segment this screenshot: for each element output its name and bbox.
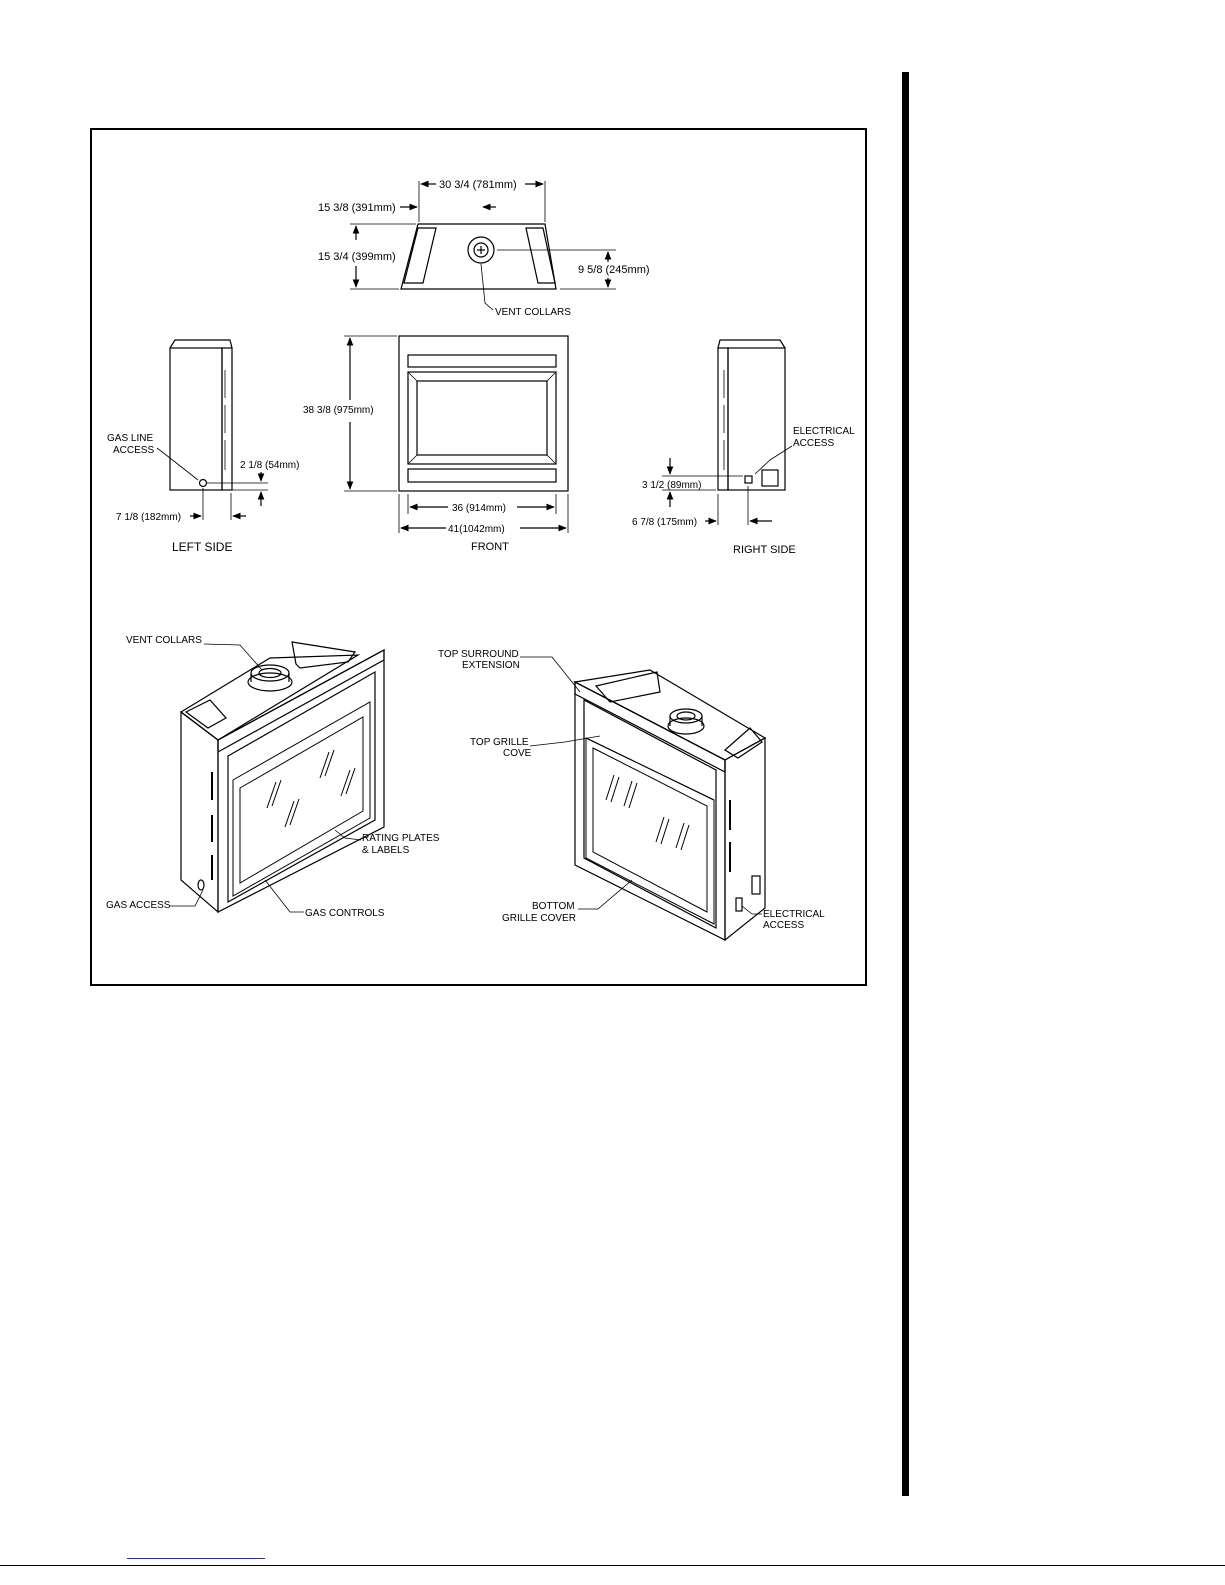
iso-right-label-electrical-access: ACCESS xyxy=(763,920,804,931)
iso-right-electrical-box xyxy=(751,875,761,895)
right-side-caption: RIGHT SIDE xyxy=(733,544,796,556)
iso-right-label-top-surround: TOP SURROUND xyxy=(438,649,519,660)
front-bottom-grille xyxy=(407,468,557,483)
front-dim-height: 38 3/8 (975mm) xyxy=(303,405,374,416)
iso-left-view xyxy=(170,641,385,914)
iso-right-view xyxy=(520,656,767,942)
page-side-rule xyxy=(902,72,909,1496)
front-dim-outer-width: 41(1042mm) xyxy=(448,524,505,535)
front-outer-surround xyxy=(398,335,569,492)
top-view-dim-depth: 15 3/4 (399mm) xyxy=(318,251,396,263)
top-view-dim-collar-depth: 9 5/8 (245mm) xyxy=(578,264,650,276)
left-side-label-gas-line: GAS LINE xyxy=(107,433,153,444)
iso-left-glass xyxy=(239,716,364,884)
iso-left-label-gas-controls: GAS CONTROLS xyxy=(305,908,385,919)
footer-rule xyxy=(0,1565,1225,1566)
iso-left-glass-frame xyxy=(232,701,371,897)
iso-right-label-electrical: ELECTRICAL xyxy=(763,909,825,920)
left-side-label-gas-line-access: ACCESS xyxy=(113,445,154,456)
iso-right-glass-frame xyxy=(585,737,715,925)
iso-right-label-top-surround-extension: EXTENSION xyxy=(462,660,520,671)
iso-right-vent-collar xyxy=(667,717,705,735)
right-side-electrical-box xyxy=(761,469,779,487)
iso-left-side-face xyxy=(180,710,219,914)
front-top-grille xyxy=(407,354,557,368)
figure-frame xyxy=(90,128,867,986)
top-view-left-flap xyxy=(403,227,437,284)
left-side-body xyxy=(169,347,223,491)
top-view-outline xyxy=(400,223,557,290)
right-side-dim-depth: 6 7/8 (175mm) xyxy=(632,517,697,528)
iso-right-side-face xyxy=(724,736,766,942)
right-side-label-electrical-access: ACCESS xyxy=(793,438,834,449)
right-side-label-electrical: ELECTRICAL xyxy=(793,426,855,437)
footer-link-underline xyxy=(127,1558,265,1559)
top-view xyxy=(350,180,616,311)
iso-right-electrical-port xyxy=(735,897,743,912)
iso-right-label-bottom-grille: BOTTOM xyxy=(532,901,575,912)
right-side-view xyxy=(662,339,793,525)
iso-left-label-rating-labels: & LABELS xyxy=(362,845,410,856)
top-view-dim-offset: 15 3/8 (391mm) xyxy=(318,202,396,214)
right-side-body xyxy=(727,347,786,491)
left-side-dim-height: 2 1/8 (54mm) xyxy=(240,460,299,471)
front-glass xyxy=(416,380,548,456)
iso-right-label-bottom-grille-cover: GRILLE COVER xyxy=(502,913,576,924)
top-view-dim-width: 30 3/4 (781mm) xyxy=(439,179,517,191)
top-view-vent-collar-inner xyxy=(473,242,489,258)
right-side-electrical-port xyxy=(744,475,753,484)
right-side-front-face xyxy=(717,347,729,491)
front-dim-inner-width: 36 (914mm) xyxy=(452,503,506,514)
top-view-right-flap xyxy=(525,227,556,284)
iso-right-glass xyxy=(592,747,708,913)
iso-right-label-top-grille: TOP GRILLE xyxy=(470,737,529,748)
front-glass-frame xyxy=(407,371,557,465)
iso-left-gas-access-port xyxy=(197,879,205,891)
left-side-view xyxy=(156,339,268,520)
left-side-dim-depth: 7 1/8 (182mm) xyxy=(116,512,181,523)
right-side-dim-height: 3 1/2 (89mm) xyxy=(642,480,701,491)
front-view xyxy=(344,335,569,533)
iso-left-vent-collar xyxy=(247,672,293,692)
left-side-caption: LEFT SIDE xyxy=(172,540,232,554)
front-caption: FRONT xyxy=(471,541,509,553)
top-view-label-vent-collars: VENT COLLARS xyxy=(495,307,571,318)
left-side-gas-access-port xyxy=(198,478,208,488)
iso-left-label-rating-plates: RATING PLATES xyxy=(362,833,440,844)
top-view-vent-collar-outer xyxy=(467,236,495,264)
left-side-front-face xyxy=(221,347,233,491)
iso-left-label-gas-access: GAS ACCESS xyxy=(106,900,171,911)
iso-right-label-top-grille-cove: COVE xyxy=(503,748,532,759)
iso-left-label-vent-collars: VENT COLLARS xyxy=(126,635,202,646)
